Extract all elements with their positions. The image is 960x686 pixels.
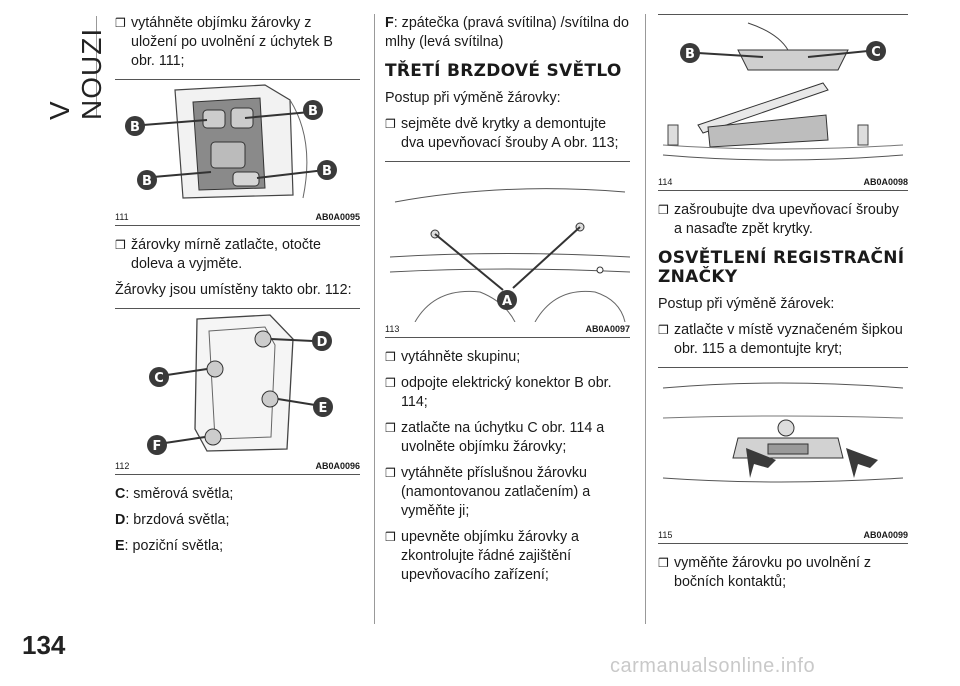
figure-number: 111 xyxy=(115,212,129,222)
callout-e: E xyxy=(319,401,328,416)
figure-number: 112 xyxy=(115,461,130,471)
checkbox-bullet-icon: ❒ xyxy=(385,466,396,480)
callout-c: C xyxy=(871,45,881,60)
page-number: 134 xyxy=(22,630,66,660)
figure-code: AB0A0099 xyxy=(863,530,908,540)
figure-code: AB0A0096 xyxy=(315,461,360,471)
brake-light-screws-illustration: A xyxy=(389,188,630,322)
column-2: F: zpátečka (pravá svítilna) /svítilna d… xyxy=(385,14,630,592)
bullet-item: ❒vytáhněte příslušnou žárovku (namontova… xyxy=(385,465,591,519)
bullet-item: ❒vytáhněte skupinu; xyxy=(385,349,521,365)
paragraph: Postup při výměně žárovky: xyxy=(385,90,561,106)
bullet-item: ❒upevněte objímku žárovky a zkontrolujte… xyxy=(385,529,580,583)
checkbox-bullet-icon: ❒ xyxy=(385,530,396,544)
bullet-item: ❒žárovky mírně zatlačte, otočte doleva a… xyxy=(115,237,321,272)
column-1: ❒vytáhněte objímku žárovky z uložení po … xyxy=(115,14,360,563)
callout-b: B xyxy=(322,164,332,179)
figure-caption: 111 AB0A0095 xyxy=(115,210,360,225)
column-divider xyxy=(374,14,375,624)
figure-114: B C 114 AB0A0098 xyxy=(658,14,908,191)
figure-number: 113 xyxy=(385,324,400,334)
figure-code: AB0A0095 xyxy=(315,212,360,222)
plate-light-illustration xyxy=(662,382,904,483)
checkbox-bullet-icon: ❒ xyxy=(658,556,669,570)
section-heading: OSVĚTLENÍ REGISTRAČNÍ ZNAČKY xyxy=(658,248,905,287)
checkbox-bullet-icon: ❒ xyxy=(658,323,669,337)
callout-f: F xyxy=(153,439,162,454)
callout-b: B xyxy=(130,120,140,135)
bullet-item: ❒odpojte elektrický konektor B obr. 114; xyxy=(385,375,612,410)
bullet-item: ❒sejměte dvě krytky a demontujte dva upe… xyxy=(385,116,619,151)
callout-a: A xyxy=(502,294,512,309)
taillight-illustration: B B B B xyxy=(125,84,337,199)
checkbox-bullet-icon: ❒ xyxy=(385,376,396,390)
bullet-item: ❒vyměňte žárovku po uvolnění z bočních k… xyxy=(658,555,872,590)
taillight-bulbs-illustration: C D E F xyxy=(147,314,333,455)
bullet-item: ❒zatlačte v místě vyznačeném šipkou obr.… xyxy=(658,322,903,357)
paragraph: Žárovky jsou umístěny takto obr. 112: xyxy=(115,282,352,298)
paragraph: Postup při výměně žárovek: xyxy=(658,296,835,312)
figure-number: 115 xyxy=(658,530,673,540)
figure-caption: 115 AB0A0099 xyxy=(658,528,908,543)
figure-caption: 112 AB0A0096 xyxy=(115,459,360,474)
legend-f: F: zpátečka (pravá svítilna) /svítilna d… xyxy=(385,15,629,50)
brake-light-unit-illustration: B C xyxy=(662,22,904,161)
callout-b: B xyxy=(685,47,695,62)
figure-number: 114 xyxy=(658,177,673,187)
bullet-item: ❒zatlačte na úchytku C obr. 114 a uvolně… xyxy=(385,420,605,455)
column-3: B C 114 AB0A0098 ❒zašroubujte dva upevňo… xyxy=(658,14,908,599)
figure-111: B B B B 111 AB0A0095 xyxy=(115,79,360,226)
section-title: V NOUZI xyxy=(44,27,107,120)
bullet-item: ❒vytáhněte objímku žárovky z uložení po … xyxy=(115,15,333,69)
figure-caption: 114 AB0A0098 xyxy=(658,175,908,190)
watermark: carmanualsonline.info xyxy=(610,655,816,677)
checkbox-bullet-icon: ❒ xyxy=(658,203,669,217)
bullet-item: ❒zašroubujte dva upevňovací šrouby a nas… xyxy=(658,202,899,237)
checkbox-bullet-icon: ❒ xyxy=(385,421,396,435)
checkbox-bullet-icon: ❒ xyxy=(115,16,126,30)
legend-d: D: brzdová světla; xyxy=(115,512,230,528)
checkbox-bullet-icon: ❒ xyxy=(385,350,396,364)
figure-caption: 113 AB0A0097 xyxy=(385,322,630,337)
callout-c: C xyxy=(154,371,164,386)
figure-113: A 113 AB0A0097 xyxy=(385,161,630,338)
figure-112: C D E F 112 AB0A0096 xyxy=(115,308,360,475)
checkbox-bullet-icon: ❒ xyxy=(115,238,126,252)
checkbox-bullet-icon: ❒ xyxy=(385,117,396,131)
figure-code: AB0A0098 xyxy=(863,177,908,187)
section-heading: TŘETÍ BRZDOVÉ SVĚTLO xyxy=(385,61,622,81)
legend-e: E: poziční světla; xyxy=(115,538,224,554)
callout-b: B xyxy=(142,174,152,189)
figure-code: AB0A0097 xyxy=(585,324,630,334)
callout-d: D xyxy=(317,335,328,350)
column-divider xyxy=(645,14,646,624)
figure-115: 115 AB0A0099 xyxy=(658,367,908,544)
legend-c: C: směrová světla; xyxy=(115,486,234,502)
callout-b: B xyxy=(308,104,318,119)
sidebar-rule xyxy=(96,16,97,116)
